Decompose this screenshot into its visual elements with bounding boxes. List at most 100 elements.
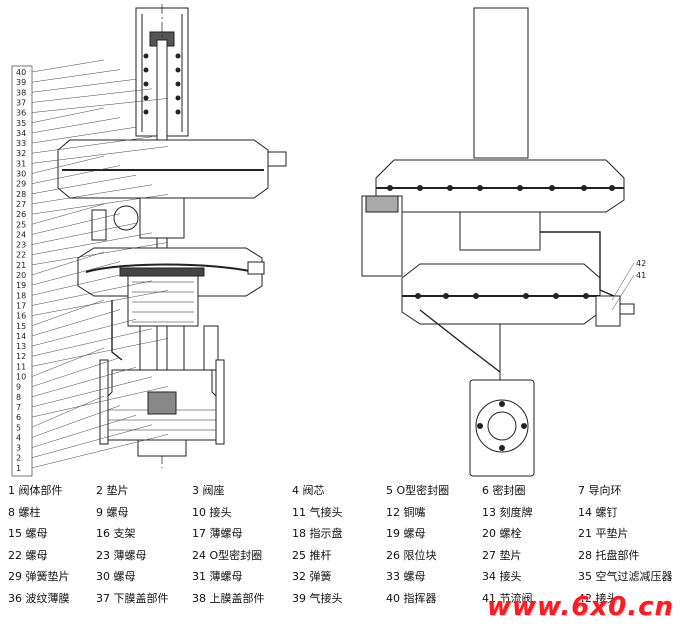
legend-item: 31 薄螺母 [192, 570, 243, 583]
legend-item: 6 密封圈 [482, 484, 526, 497]
legend-item: 11 气接头 [292, 505, 343, 519]
legend-item: 16 支架 [96, 527, 136, 540]
main-spring-section [127, 275, 199, 327]
flange-right [215, 359, 225, 445]
legend-item: 9 螺母 [96, 505, 129, 519]
legend-item: 15 螺母 [8, 527, 48, 540]
callout-number: 4 [16, 433, 21, 442]
legend-item: 13 刻度牌 [482, 505, 533, 519]
callout-number: 16 [16, 312, 26, 321]
legend-item: 42 接头 [578, 591, 618, 605]
callout-number: 7 [16, 403, 21, 412]
pilot-fitting-left [91, 209, 107, 241]
legend-item: 30 螺母 [96, 570, 136, 583]
leader-line [31, 242, 169, 266]
upper-diaphragm-cover [375, 159, 625, 213]
callout-number: 18 [16, 291, 26, 300]
legend-item: 12 铜嘴 [386, 505, 426, 519]
leader-line [31, 290, 169, 316]
leader-line [31, 165, 121, 184]
callout-labels-left: 4039383736353433323130292827262524232221… [16, 68, 26, 473]
leader-line [31, 395, 105, 428]
legend-item: 34 接头 [482, 570, 522, 583]
callout-number: 30 [16, 170, 26, 179]
callout-number: 10 [16, 373, 26, 382]
leader-line [31, 194, 169, 215]
legend-item: 40 指挥器 [386, 591, 437, 605]
callout-number: 34 [16, 129, 26, 138]
legend-item: 35 空气过滤减压器 [578, 570, 673, 583]
callout-number: 8 [16, 393, 21, 402]
legend-item: 21 平垫片 [578, 527, 629, 540]
legend-item: 33 螺母 [386, 570, 426, 583]
leader-line [31, 126, 137, 144]
legend-item: 29 弹簧垫片 [8, 570, 70, 583]
callout-number: 27 [16, 200, 26, 209]
leader-line [31, 434, 169, 469]
callout-number: 3 [16, 444, 21, 453]
bonnet-fitting-right [247, 261, 265, 275]
pilot-body [459, 211, 541, 251]
leader-line [31, 213, 121, 235]
upper-flange-bolts [387, 185, 615, 191]
leader-line [31, 338, 169, 367]
legend-item: 14 螺钉 [578, 505, 618, 519]
throttle-valve-fitting [619, 303, 635, 315]
callout-number: 5 [16, 423, 21, 432]
leader-line [31, 69, 121, 83]
callout-number: 14 [16, 332, 26, 341]
pilot-port [267, 151, 287, 167]
leader-line [31, 414, 137, 448]
leader-line [31, 232, 153, 255]
legend-item: 17 薄螺母 [192, 527, 243, 540]
leader-line [31, 251, 105, 276]
callout-number: 6 [16, 413, 21, 422]
legend-item: 37 下膜盖部件 [96, 591, 169, 605]
pilot-lower-body [139, 197, 185, 239]
leader-line [31, 309, 121, 337]
flange-face-bolts [477, 401, 527, 451]
leader-line [31, 136, 153, 154]
legend-item: 26 限位块 [386, 548, 437, 562]
leader-line [31, 386, 169, 418]
throttle-valve [595, 295, 621, 327]
callout-number: 35 [16, 119, 26, 128]
leader-line [31, 146, 169, 164]
leader-line [31, 424, 153, 458]
callout-number: 13 [16, 342, 26, 351]
main-diaphragm [85, 263, 255, 273]
legend-item: 41 节流阀 [482, 591, 533, 605]
legend-item: 22 螺母 [8, 548, 48, 562]
callout-number: 26 [16, 210, 26, 219]
callout-number: 11 [16, 362, 26, 371]
spring-tower [473, 7, 529, 159]
valve-assembly-drawing: 4039383736353433323130292827262524232221… [11, 4, 646, 477]
lower-diaphragm-cover [401, 263, 601, 325]
external-view-right [361, 7, 635, 477]
legend-item: 18 指示盘 [292, 527, 343, 540]
legend-item: 28 托盘部件 [578, 548, 640, 562]
callout-number: 42 [636, 259, 646, 268]
legend-item: 39 气接头 [292, 591, 343, 605]
legend-item: 7 导向环 [578, 484, 622, 497]
lower-flange-bolts [415, 293, 589, 299]
callout-number: 40 [16, 68, 26, 77]
leader-line [31, 357, 121, 387]
leader-line [31, 78, 137, 93]
callout-number: 23 [16, 241, 26, 250]
leader-line [31, 88, 153, 103]
callout-number: 33 [16, 139, 26, 148]
legend-item: 19 螺母 [386, 527, 426, 540]
leader-line [31, 270, 137, 296]
callout-number: 19 [16, 281, 26, 290]
callout-column [11, 65, 33, 477]
legend-item: 8 螺柱 [8, 505, 41, 519]
leader-line [31, 366, 137, 398]
leader-line [611, 262, 635, 301]
callout-number: 9 [16, 383, 21, 392]
legend-item: 38 上膜盖部件 [192, 591, 265, 605]
legend-item: 2 垫片 [96, 484, 129, 497]
callout-number: 39 [16, 78, 26, 87]
